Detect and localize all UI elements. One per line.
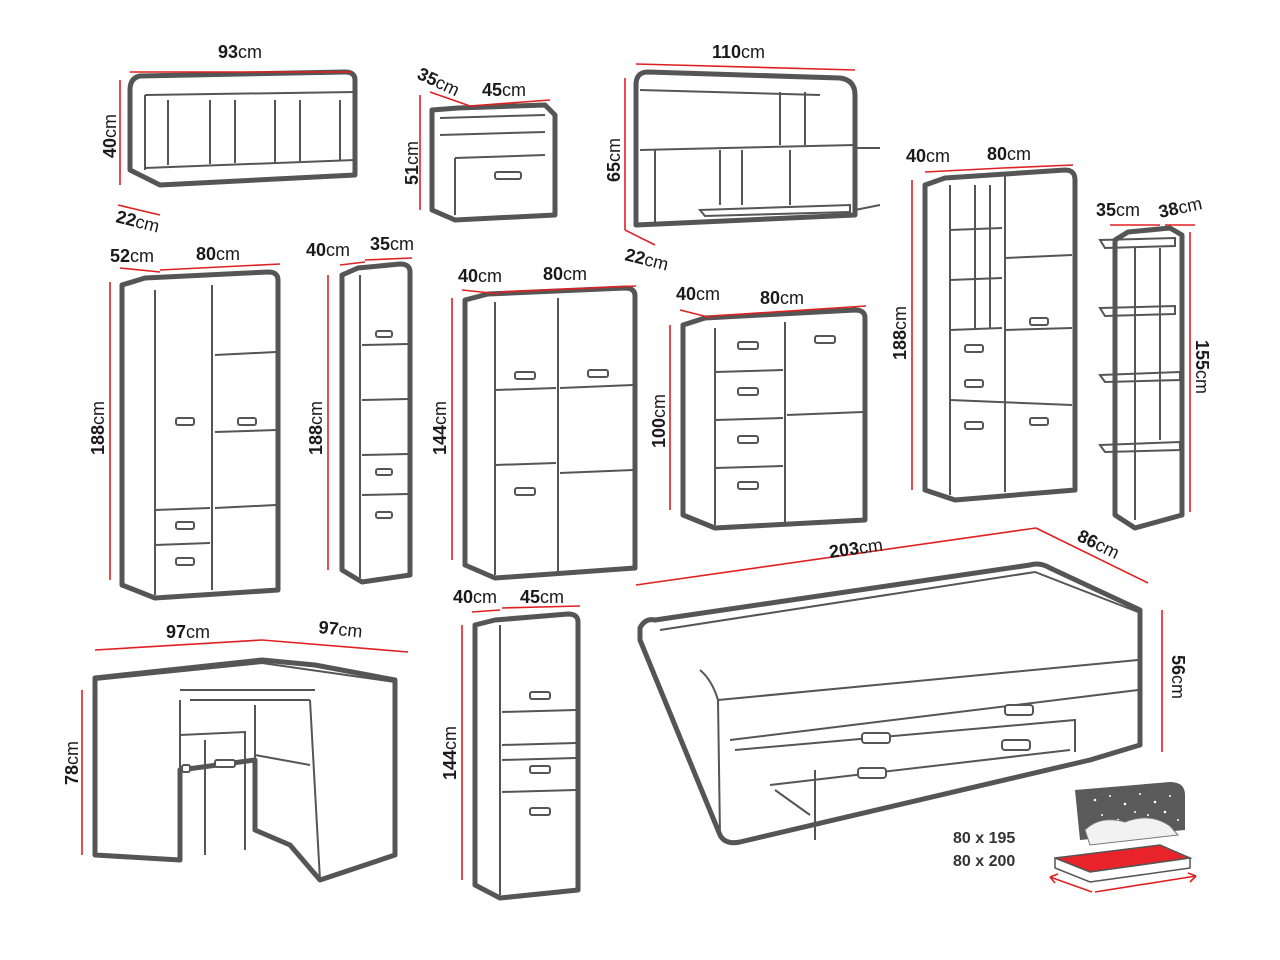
shelf-cabinet-tall-depth-label: 40cm [906,146,950,166]
open-shelf [1098,224,1195,531]
wall-shelf-height-label: 40cm [100,114,120,158]
bed-depth-label: 86cm [1074,526,1122,563]
mattress-size-1: 80 x 195 [953,830,1015,847]
medium-cabinet-width-label: 80cm [543,264,587,284]
nightstand-height-label: 51cm [402,141,422,185]
corner-desk-side-a-label: 97cm [166,622,210,642]
nightstand-width-label: 45cm [482,80,526,100]
bed [635,527,1163,846]
small-cabinet-depth-label: 40cm [453,587,497,607]
desk-shelf-width-label: 110cm [712,42,765,62]
mattress-size-2: 80 x 200 [953,853,1015,870]
narrow-cabinet-width-label: 35cm [370,234,414,254]
dresser-depth-label: 40cm [676,284,720,304]
corner-desk-height-label: 78cm [62,741,82,785]
medium-cabinet-depth-label: 40cm [458,266,502,286]
bed-height-label: 56cm [1168,655,1188,699]
small-cabinet-height-label: 144cm [440,726,460,780]
wall-shelf [117,69,358,216]
shelf-cabinet-tall [911,164,1078,503]
medium-cabinet [451,285,638,581]
corner-desk-side-b-label: 97cm [318,617,364,641]
shelf-cabinet-tall-height-label: 188cm [890,306,910,360]
wall-shelf-width-label: 93cm [218,42,262,62]
open-shelf-depth-label: 35cm [1096,200,1140,220]
wall-shelf-depth-label: 22cm [114,206,162,236]
small-cabinet-width-label: 45cm [520,587,564,607]
narrow-cabinet [327,257,413,585]
medium-cabinet-height-label: 144cm [430,401,450,455]
wardrobe-height-label: 188cm [88,401,108,455]
desk-shelf-depth-label: 22cm [623,244,671,274]
desk-shelf [624,63,881,246]
narrow-cabinet-depth-label: 40cm [306,240,350,260]
narrow-cabinet-height-label: 188cm [306,401,326,455]
dresser-height-label: 100cm [649,394,669,448]
open-shelf-width-label: 38cm [1157,193,1204,222]
nightstand [419,91,558,223]
wardrobe-width-label: 80cm [196,244,240,264]
desk-shelf-height-label: 65cm [604,138,624,182]
wardrobe [109,263,281,601]
mattress-icon [1049,782,1197,893]
open-shelf-height-label: 155cm [1192,340,1212,394]
corner-desk [81,639,409,883]
dresser-width-label: 80cm [760,288,804,308]
shelf-cabinet-tall-width-label: 80cm [987,144,1031,164]
dresser [669,305,868,531]
wardrobe-depth-label: 52cm [110,246,154,266]
small-cabinet [461,605,581,901]
bed-length-label: 203cm [828,535,884,562]
